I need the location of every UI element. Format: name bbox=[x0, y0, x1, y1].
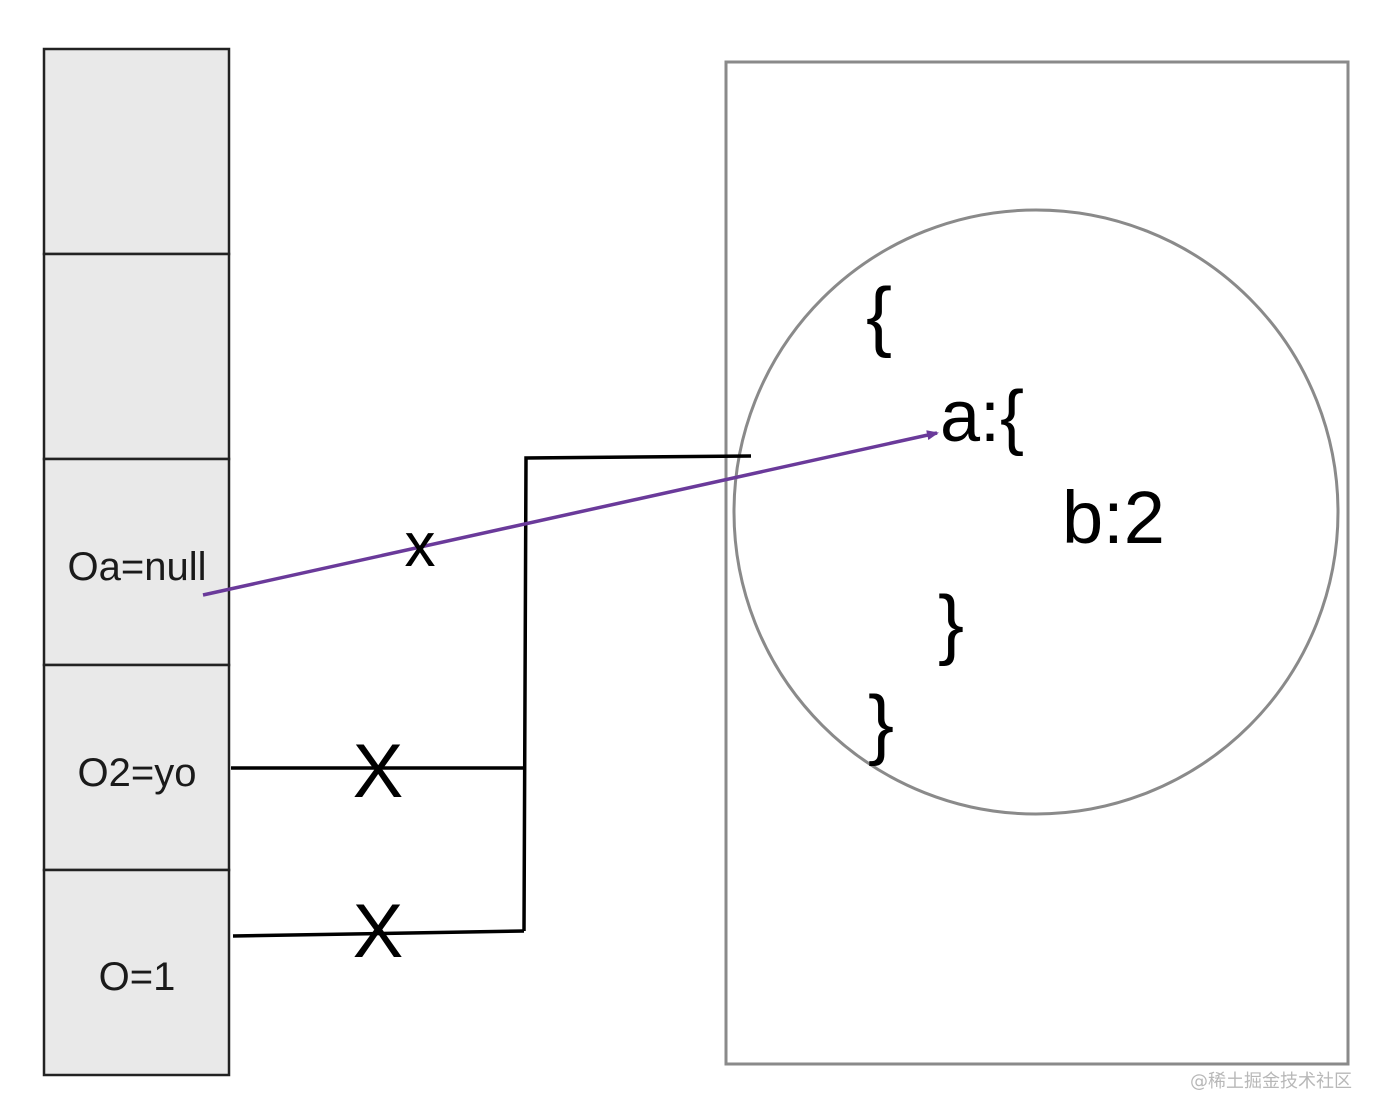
stack-cell-1 bbox=[42, 47, 231, 256]
stack-label-oa: Oa=null bbox=[68, 545, 207, 589]
heap-area bbox=[724, 60, 1350, 1066]
object-open-brace: { bbox=[866, 271, 892, 359]
cross-mark-oa: x bbox=[405, 511, 436, 580]
object-key-b: b:2 bbox=[1062, 476, 1165, 559]
reference-line-trunk bbox=[522, 454, 752, 932]
object-key-a: a:{ bbox=[940, 377, 1024, 457]
stack-cell-o2 bbox=[42, 663, 231, 872]
stack-column: Oa=null O2=yo O=1 bbox=[42, 47, 231, 1077]
stack-label-o: O=1 bbox=[99, 955, 176, 999]
stack-cell-o bbox=[42, 868, 231, 1077]
watermark-text: @稀土掘金技术社区 bbox=[1190, 1071, 1352, 1092]
object-inner-close-brace: } bbox=[938, 579, 964, 667]
cross-mark-o2: X bbox=[353, 729, 404, 814]
stack-label-o2: O2=yo bbox=[78, 751, 197, 795]
cross-mark-o: X bbox=[353, 889, 404, 974]
reference-lines bbox=[231, 454, 752, 938]
reference-arrow-a bbox=[202, 430, 939, 597]
heap-object-circle bbox=[732, 208, 1340, 816]
stack-cell-oa bbox=[42, 457, 231, 667]
stack-cell-2 bbox=[42, 252, 231, 461]
object-outer-close-brace: } bbox=[868, 679, 894, 767]
reference-line-o bbox=[232, 929, 525, 938]
